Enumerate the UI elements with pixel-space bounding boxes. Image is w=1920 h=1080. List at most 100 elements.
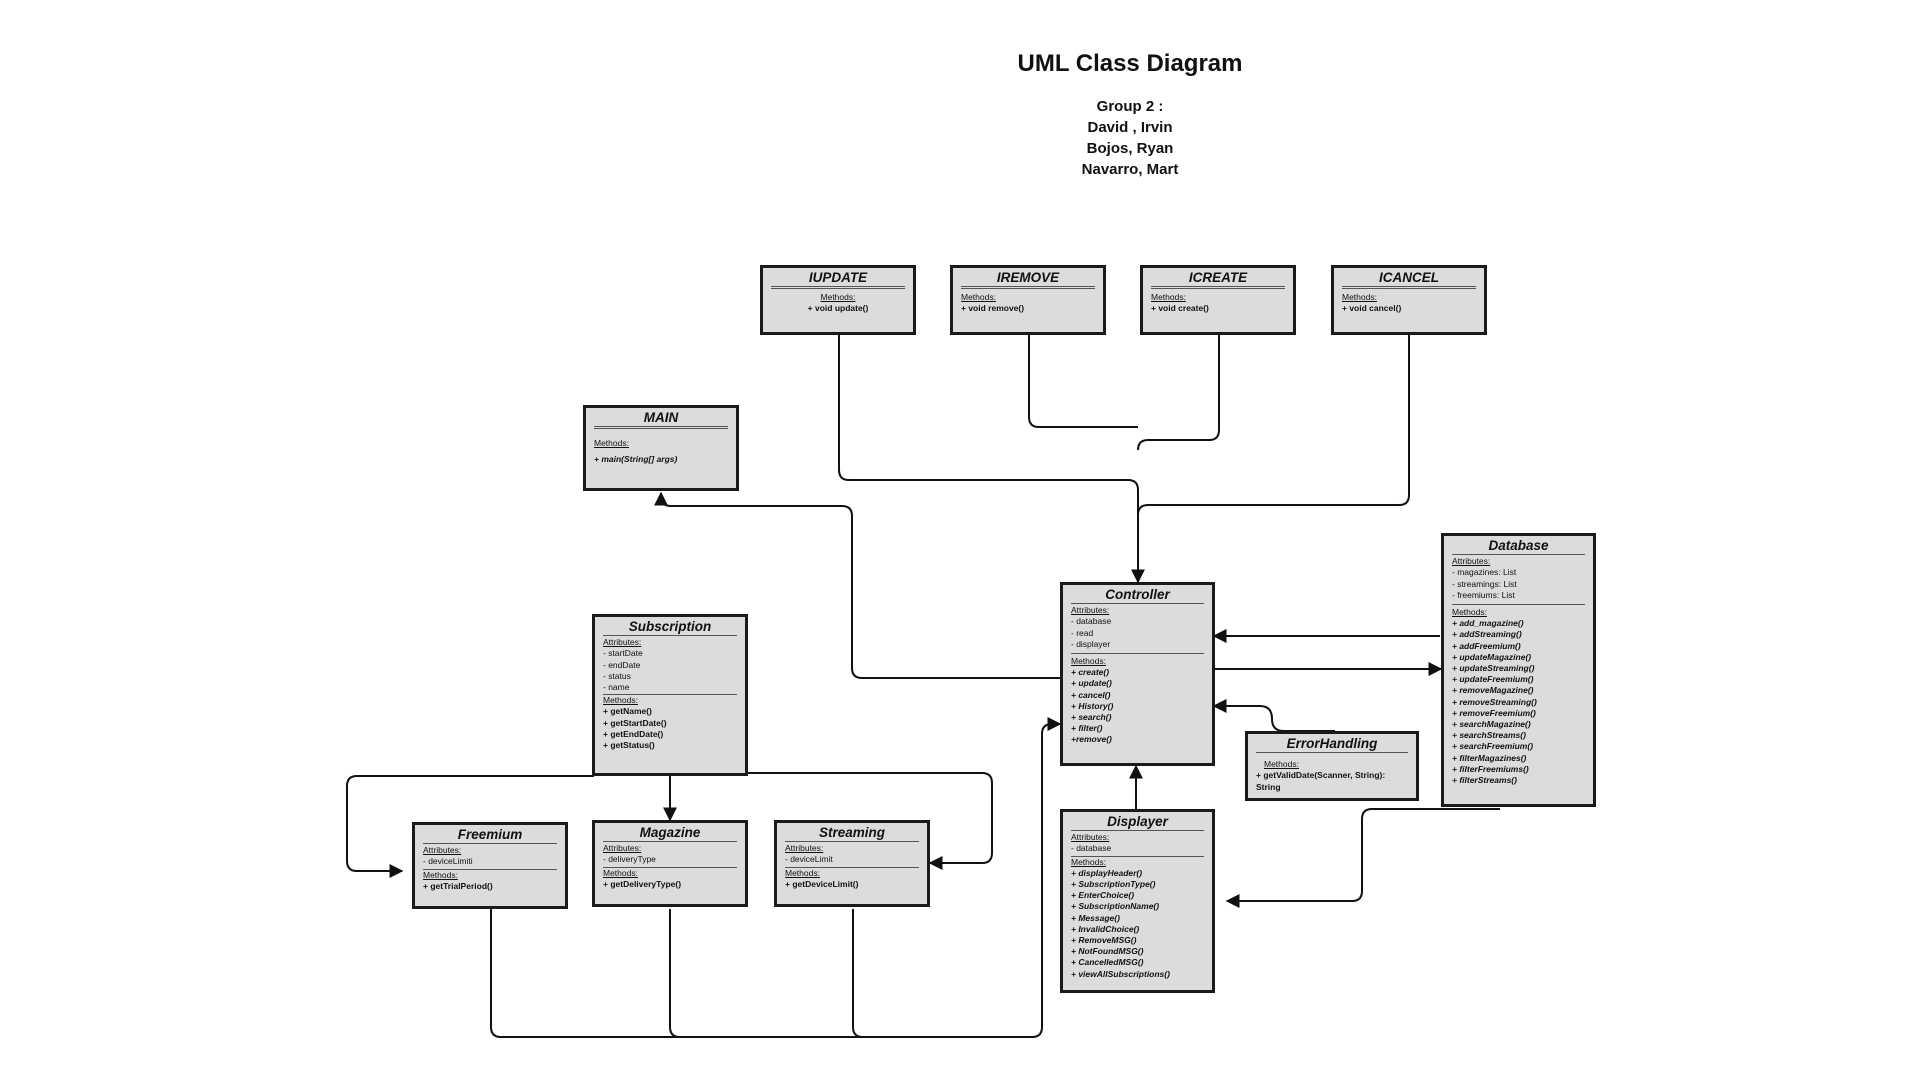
methods-label: Methods: [1264,759,1299,770]
method-item: + getDeliveryType() [603,878,682,889]
method-item: + void cancel() [1342,303,1402,314]
class-name: MAIN [594,410,728,428]
attributes-label: Attributes: [1452,556,1491,567]
method-item: + removeFreemium() [1452,707,1536,718]
method-item: + filterStreams() [1452,775,1517,786]
attribute-item: - name [603,682,630,693]
method-item: + SubscriptionName() [1071,901,1160,912]
divider [1452,604,1585,606]
method-item: + add_magazine() [1452,618,1524,629]
method-item: + searchMagazine() [1452,719,1531,730]
methods-label: Methods: [594,438,629,449]
iremove-interface[interactable]: IREMOVE Methods: + void remove() [950,265,1106,335]
iupdate-interface[interactable]: IUPDATE Methods: + void update() [760,265,916,335]
streaming-bus-connector [852,909,864,1038]
streaming-class[interactable]: Streaming Attributes: - deviceLimit Meth… [774,820,930,907]
method-item: + removeMagazine() [1452,685,1534,696]
method-item: + search() [1071,712,1112,723]
icancel-connector [1137,331,1410,516]
iremove-connector [1028,331,1138,428]
divider [1151,288,1285,292]
attribute-item: - deviceLimit [785,854,833,865]
subscription-class[interactable]: Subscription Attributes: - startDate - e… [592,614,748,776]
main-class[interactable]: MAIN Methods: + main(String[] args) [583,405,739,491]
method-item: + updateStreaming() [1452,663,1535,674]
methods-label: Methods: [1071,856,1106,867]
divider [1071,855,1204,857]
displayer-class[interactable]: Displayer Attributes: - database Methods… [1060,809,1215,993]
divider [785,866,919,868]
subscription-freemium-connector [346,775,594,878]
methods-label: Methods: [785,867,820,878]
attribute-item: - deviceLimiti [423,856,473,867]
method-item: + removeStreaming() [1452,696,1537,707]
class-name: ICREATE [1151,270,1285,288]
author-line: Bojos, Ryan [1086,140,1174,157]
class-name: Magazine [603,825,737,843]
errorhandling-connector [1212,699,1335,732]
method-item: + SubscriptionType() [1071,879,1156,890]
methods-label: Methods: [1071,656,1106,667]
method-item: + NotFoundMSG() [1071,946,1144,957]
methods-label: Methods: [423,869,458,880]
attributes-label: Attributes: [603,843,642,854]
attribute-item: - deliveryType [603,854,656,865]
controller-main-connector [654,491,1060,679]
method-item: + filter() [1071,723,1103,734]
method-item: + getEndDate() [603,728,664,739]
method-item: + searchFreemium() [1452,741,1534,752]
database-class[interactable]: Database Attributes: - magazines: List -… [1441,533,1596,807]
attribute-item: - streamings: List [1452,578,1517,589]
method-item: + cancel() [1071,689,1111,700]
method-item: + viewAllSubscriptions() [1071,968,1170,979]
method-item: + getName() [603,706,652,717]
iupdate-connector [838,331,1145,584]
subscription-streaming-connector [746,772,993,870]
methods-label: Methods: [603,695,638,706]
icreate-interface[interactable]: ICREATE Methods: + void create() [1140,265,1296,335]
method-item: + void remove() [961,303,1025,314]
database-displayer-connector [1225,808,1500,908]
methods-label: Methods: [603,867,638,878]
method-item: + main(String[] args) [594,454,678,465]
errorhandling-class[interactable]: ErrorHandling Methods: + getValidDate(Sc… [1245,731,1419,801]
attribute-item: - status [603,670,631,681]
method-item: + getDeviceLimit() [785,878,859,889]
magazine-class[interactable]: Magazine Attributes: - deliveryType Meth… [592,820,748,907]
class-name: ErrorHandling [1256,736,1408,754]
method-item: + create() [1071,667,1110,678]
class-name: IREMOVE [961,270,1095,288]
method-item: + RemoveMSG() [1071,935,1137,946]
divider [594,428,728,432]
method-item: + CancelledMSG() [1071,957,1144,968]
magazine-bus-connector [669,909,681,1038]
class-name: Database [1452,538,1585,556]
divider [1342,288,1476,292]
methods-label: Methods: [1151,292,1186,303]
icreate-connector [1137,331,1220,451]
divider [1071,653,1204,655]
method-item: +remove() [1071,734,1112,745]
freemium-class[interactable]: Freemium Attributes: - deviceLimiti Meth… [412,822,568,909]
attribute-item: - freemiums: List [1452,589,1515,600]
class-name: Freemium [423,827,557,845]
method-item: + searchStreams() [1452,730,1526,741]
attribute-item: - read [1071,627,1094,638]
methods-label: Methods: [820,292,856,303]
class-name: Streaming [785,825,919,843]
attributes-label: Attributes: [603,637,642,648]
method-item: + filterMagazines() [1452,752,1527,763]
attribute-item: - endDate [603,659,641,670]
methods-label: Methods: [1452,607,1487,618]
attributes-label: Attributes: [1071,832,1110,843]
controller-class[interactable]: Controller Attributes: - database - read… [1060,582,1215,766]
group-authors: Group 2 : David , Irvin Bojos, Ryan Nava… [0,96,1920,180]
divider [961,288,1095,292]
methods-label: Methods: [1342,292,1377,303]
method-item: + void create() [1151,303,1209,314]
icancel-interface[interactable]: ICANCEL Methods: + void cancel() [1331,265,1487,335]
class-name: Controller [1071,587,1204,605]
author-line: David , Irvin [1087,119,1173,136]
attributes-label: Attributes: [1071,605,1110,616]
